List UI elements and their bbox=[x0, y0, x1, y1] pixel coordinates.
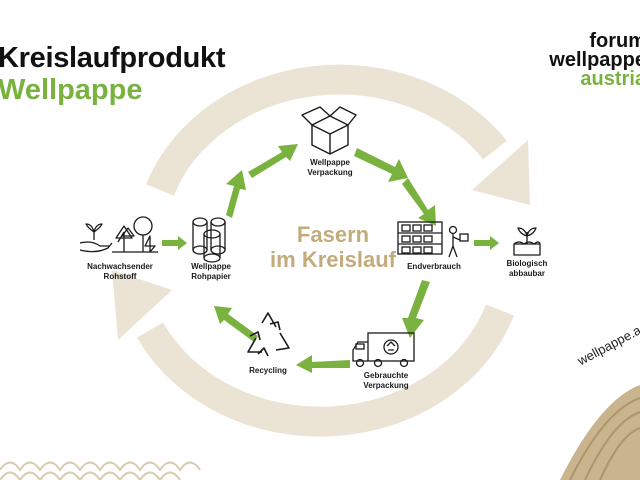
arrow-right-down bbox=[402, 178, 436, 226]
arrow-bottom bbox=[296, 355, 350, 373]
truck-icon bbox=[352, 332, 415, 368]
arrow-endverbrauch-to-biologisch bbox=[474, 236, 499, 250]
node-label-rohstoff-line2: Rohstoff bbox=[103, 272, 137, 281]
node-label-rohpapier-line2: Rohpapier bbox=[191, 272, 231, 281]
paper-rolls-icon bbox=[192, 217, 226, 263]
node-label-endverbrauch-line1: Endverbrauch bbox=[407, 262, 461, 271]
node-label-biologisch-line2: abbaubar bbox=[508, 269, 545, 278]
page-title-line2: Wellpappe bbox=[0, 74, 143, 106]
node-label-verpackung: Wellpappe Verpackung bbox=[295, 158, 365, 178]
node-label-verpackung-line2: Verpackung bbox=[307, 168, 353, 177]
node-label-gebrauchte: Gebrauchte Verpackung bbox=[351, 371, 421, 391]
node-label-rohpapier: Wellpappe Rohpapier bbox=[176, 262, 246, 282]
arrow-left-lower bbox=[214, 306, 258, 342]
logo-line3: austria bbox=[580, 68, 640, 90]
logo-line1: forum bbox=[589, 30, 640, 52]
node-label-recycling-line1: Recycling bbox=[249, 366, 287, 375]
outer-cycle-ring bbox=[136, 64, 514, 437]
node-label-verpackung-line1: Wellpappe bbox=[310, 158, 350, 167]
outer-cycle-arrowhead-left bbox=[112, 270, 172, 340]
arrow-top-right bbox=[354, 148, 408, 182]
logo: forum wellpappe austria bbox=[549, 30, 640, 90]
node-label-endverbrauch: Endverbrauch bbox=[397, 262, 471, 272]
arrow-right-lower bbox=[402, 280, 430, 338]
node-label-rohpapier-line1: Wellpappe bbox=[191, 262, 231, 271]
node-label-rohstoff-line1: Nachwachsender bbox=[87, 262, 153, 271]
node-label-biologisch: Biologisch abbaubar bbox=[494, 259, 560, 279]
trees-hand-icon bbox=[79, 216, 158, 253]
node-label-rohstoff: Nachwachsender Rohstoff bbox=[68, 262, 172, 282]
page-title-line1: Kreislaufprodukt bbox=[0, 42, 226, 74]
outer-cycle-arrowhead-right bbox=[472, 140, 530, 205]
arrow-rohstoff-to-rohpapier bbox=[162, 236, 187, 250]
shelf-person-icon bbox=[397, 221, 469, 258]
node-label-gebrauchte-line1: Gebrauchte bbox=[363, 371, 409, 380]
corrugated-decor-bottom-left bbox=[0, 461, 201, 480]
center-label: Fasern im Kreislauf bbox=[268, 222, 398, 272]
logo-line2: wellpappe bbox=[549, 49, 640, 71]
sprout-soil-icon bbox=[513, 227, 541, 256]
node-label-gebrauchte-line2: Verpackung bbox=[363, 381, 409, 390]
node-label-recycling: Recycling bbox=[236, 366, 300, 376]
arrow-top-left bbox=[248, 144, 298, 178]
center-label-line1: Fasern bbox=[296, 222, 370, 247]
corrugated-decor-bottom-right bbox=[560, 385, 640, 480]
open-box-icon bbox=[301, 106, 357, 155]
recycling-icon bbox=[247, 312, 290, 357]
side-arrows bbox=[162, 236, 499, 250]
arrow-left-up bbox=[226, 170, 246, 218]
node-label-biologisch-line1: Biologisch bbox=[506, 259, 548, 268]
inner-cycle-arrows bbox=[214, 144, 436, 373]
center-label-line2: im Kreislauf bbox=[270, 247, 396, 272]
